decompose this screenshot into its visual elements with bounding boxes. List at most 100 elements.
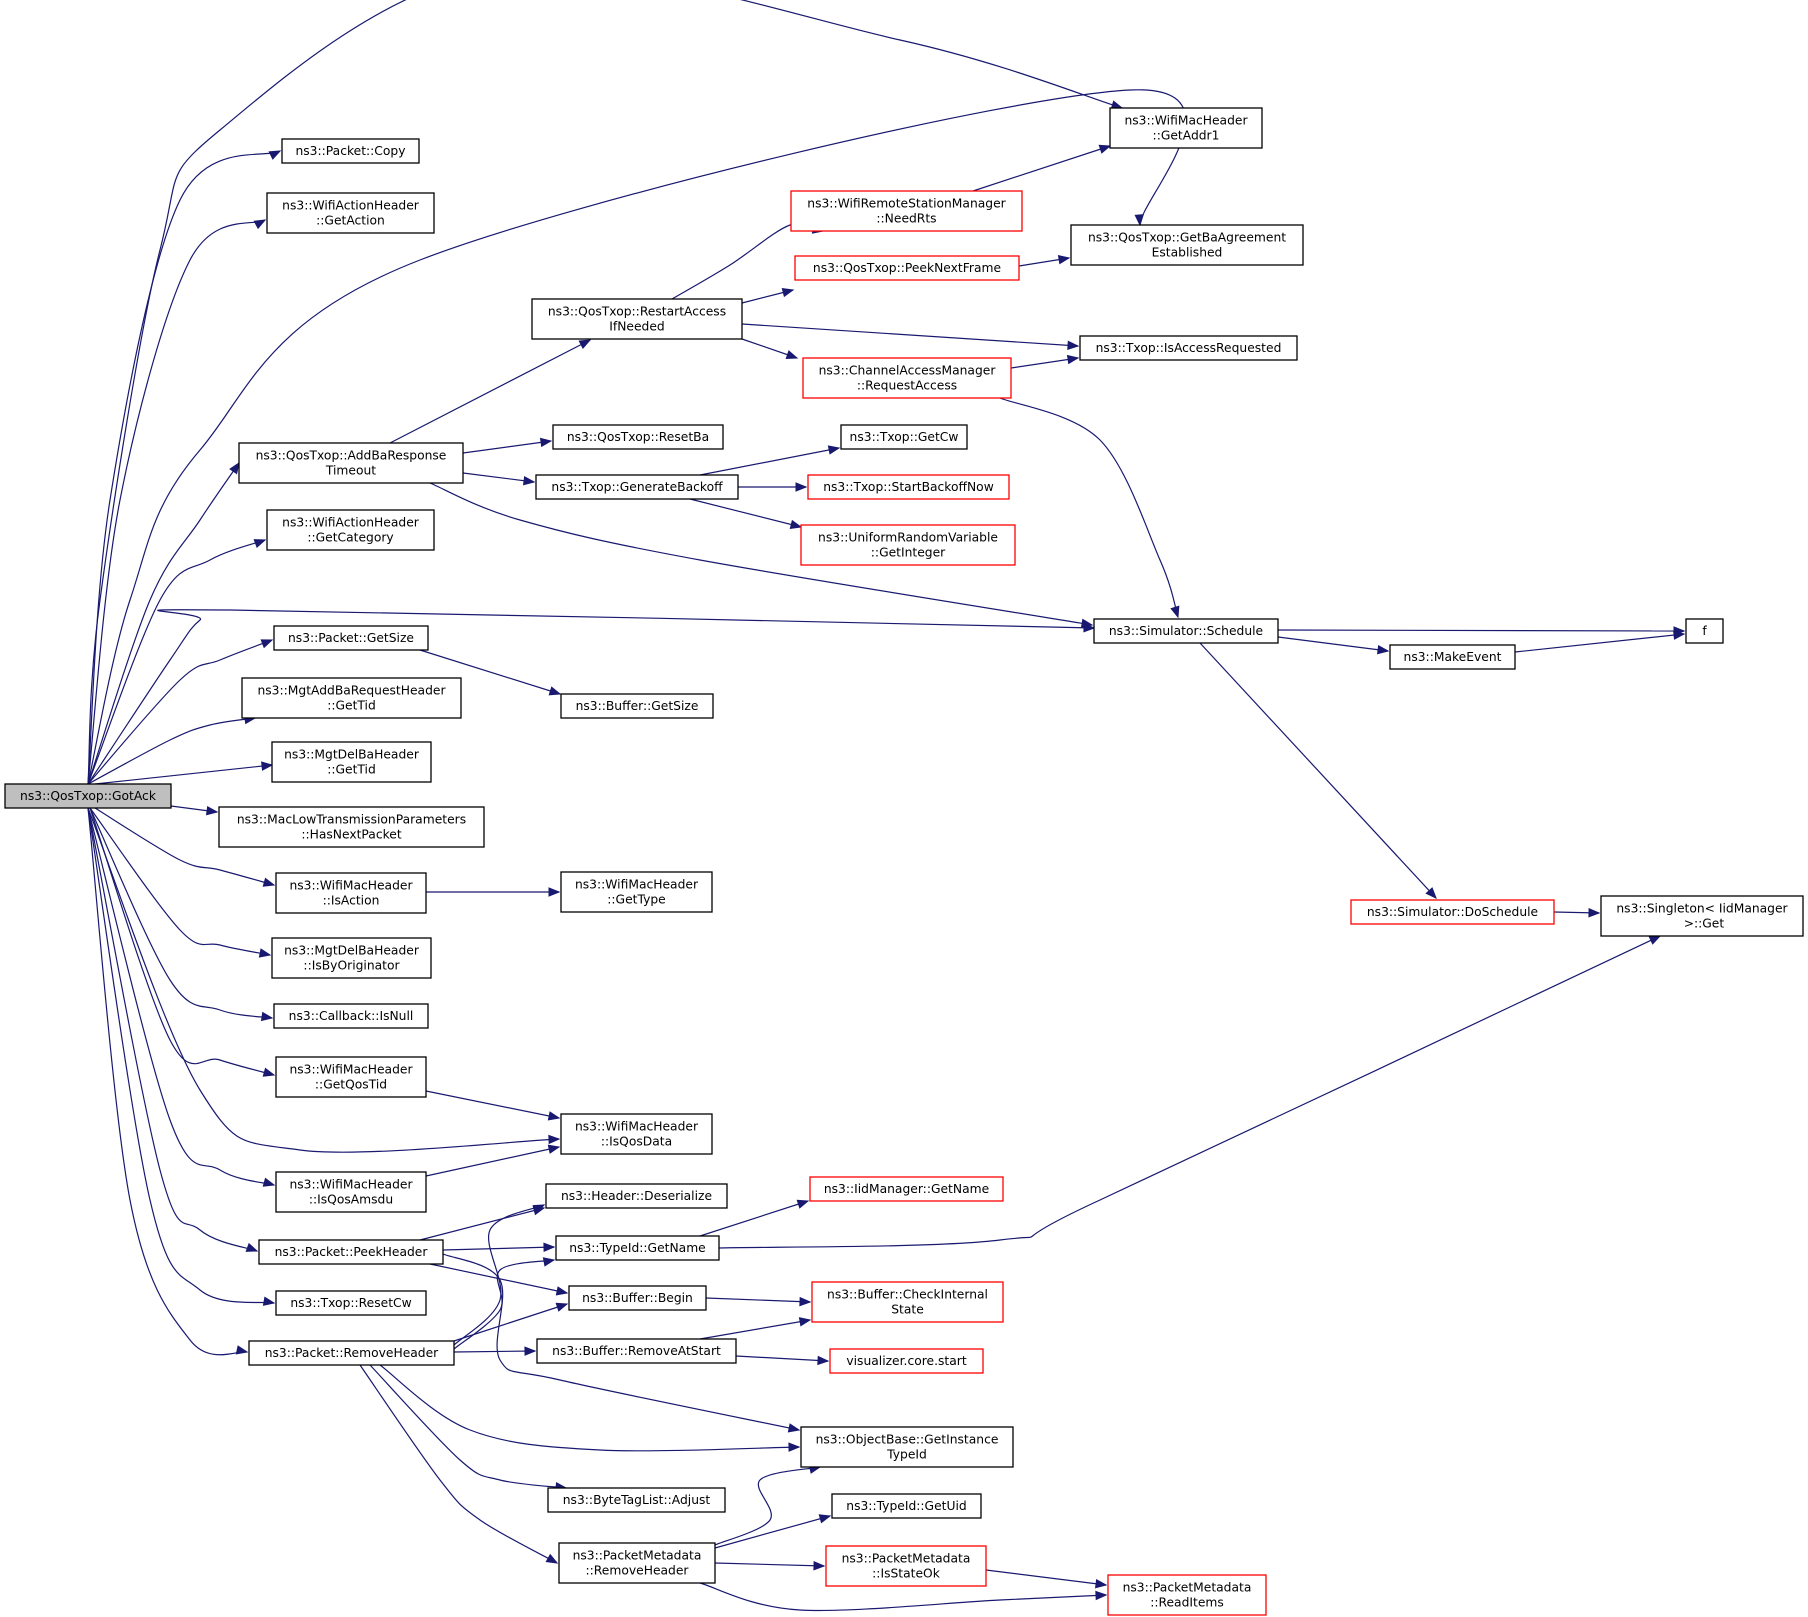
node-ns3-typeid-getname[interactable]: ns3::TypeId::GetName	[555, 1235, 720, 1261]
node-label: ns3::Simulator::Schedule	[1109, 624, 1263, 638]
edge-n40-to-n41	[705, 1296, 812, 1307]
arrowhead-icon	[539, 437, 553, 448]
node-ns3-txop-isaccessrequested[interactable]: ns3::Txop::IsAccessRequested	[1079, 335, 1298, 361]
edge-n0-to-n3	[87, 219, 267, 785]
node-ns3-packet-copy[interactable]: ns3::Packet::Copy	[281, 138, 420, 164]
edge-n18-to-n44	[442, 1253, 801, 1433]
arrowhead-icon	[799, 1296, 812, 1307]
node-ns3-packet-getsize[interactable]: ns3::Packet::GetSize	[273, 625, 429, 651]
node-ns3-iidmanager-getname[interactable]: ns3::IidManager::GetName	[809, 1176, 1004, 1202]
node-ns3-wifiactionheader-getaction[interactable]: ns3::WifiActionHeader::GetAction	[266, 192, 435, 234]
node-ns3-packetmetadata-readitems[interactable]: ns3::PacketMetadata::ReadItems	[1107, 1574, 1267, 1616]
node-ns3-makeevent[interactable]: ns3::MakeEvent	[1389, 644, 1516, 670]
node-label: ::GetQosTid	[315, 1078, 387, 1092]
node-box	[560, 1113, 713, 1155]
node-ns3-qostxop-resetba[interactable]: ns3::QosTxop::ResetBa	[552, 424, 724, 450]
node-ns3-txop-startbackoffnow[interactable]: ns3::Txop::StartBackoffNow	[807, 474, 1010, 500]
edge-n20-to-n46	[359, 1364, 559, 1564]
edge-n0-to-n14	[89, 807, 274, 1022]
edge-line	[87, 717, 256, 785]
edge-n20-to-n45	[369, 1364, 568, 1492]
arrowhead-icon	[578, 339, 592, 350]
node-ns3-simulator-doschedule[interactable]: ns3::Simulator::DoSchedule	[1350, 899, 1555, 925]
node-ns3-qostxop-peeknextframe[interactable]: ns3::QosTxop::PeekNextFrame	[794, 255, 1020, 281]
node-label: ::RemoveHeader	[586, 1564, 690, 1578]
node-ns3-singleton-iidmanager-get[interactable]: ns3::Singleton< IidManager >::Get	[1600, 895, 1804, 937]
node-ns3-packetmetadata-removeheader[interactable]: ns3::PacketMetadata::RemoveHeader	[558, 1542, 716, 1584]
node-label: ns3::Txop::GetCw	[850, 430, 959, 444]
node-ns3-buffer-getsize[interactable]: ns3::Buffer::GetSize	[560, 693, 714, 719]
edge-n0-to-n6	[87, 539, 267, 785]
arrowhead-icon	[818, 1514, 832, 1524]
node-label: ns3::Header::Deserialize	[561, 1189, 712, 1203]
node-label: ::IsQosAmsdu	[309, 1193, 393, 1207]
node-box	[547, 1487, 726, 1513]
node-visualizer-core-start[interactable]: visualizer.core.start	[829, 1348, 984, 1374]
edge-line	[1277, 636, 1389, 652]
node-ns3-wifimacheader-getqostid[interactable]: ns3::WifiMacHeader::GetQosTid	[275, 1056, 427, 1098]
node-box	[552, 424, 724, 450]
node-ns3-header-deserialize[interactable]: ns3::Header::Deserialize	[545, 1183, 728, 1209]
arrowhead-icon	[205, 805, 219, 816]
node-box	[4, 783, 172, 809]
node-ns3-packet-removeheader[interactable]: ns3::Packet::RemoveHeader	[248, 1340, 455, 1366]
node-ns3-uniformrandomvariable-getinteger[interactable]: ns3::UniformRandomVariable::GetInteger	[800, 524, 1016, 566]
node-ns3-txop-getcw[interactable]: ns3::Txop::GetCw	[840, 424, 968, 450]
arrowhead-icon	[1376, 644, 1390, 655]
node-ns3-wifiremotestationmanager-needrts[interactable]: ns3::WifiRemoteStationManager::NeedRts	[790, 190, 1023, 232]
edge-n7-to-n32	[1277, 636, 1390, 655]
node-label: ::GetAction	[316, 214, 385, 228]
edge-n21-to-n26	[741, 323, 1080, 351]
node-ns3-maclowtransmissionparameters-hasnextpacket[interactable]: ns3::MacLowTransmissionParameters::HasNe…	[218, 806, 485, 848]
arrowhead-icon	[796, 1199, 810, 1209]
edge-line	[87, 807, 275, 1304]
node-label: ::GetType	[607, 893, 665, 907]
node-ns3-simulator-schedule[interactable]: ns3::Simulator::Schedule	[1093, 618, 1279, 644]
arrowhead-icon	[1066, 354, 1080, 365]
edge-line	[87, 462, 240, 785]
node-ns3-mgtdelbaheader-gettid[interactable]: ns3::MgtDelBaHeader::GetTid	[271, 741, 432, 783]
node-label: ::GetTid	[327, 763, 376, 777]
node-box	[271, 937, 432, 979]
edge-n24-to-n1	[972, 144, 1112, 192]
edge-line	[699, 1319, 811, 1340]
node-ns3-packet-peekheader[interactable]: ns3::Packet::PeekHeader	[258, 1239, 444, 1265]
node-ns3-bytetaglist-adjust[interactable]: ns3::ByteTagList::Adjust	[547, 1487, 726, 1513]
node-ns3-txop-resetcw[interactable]: ns3::Txop::ResetCw	[275, 1290, 427, 1316]
node-ns3-wifimacheader-getaddr1[interactable]: ns3::WifiMacHeader::GetAddr1	[1109, 107, 1263, 149]
node-label: ns3::WifiMacHeader	[289, 1178, 413, 1192]
node-ns3-wifimacheader-gettype[interactable]: ns3::WifiMacHeader::GetType	[560, 871, 713, 913]
node-ns3-txop-generatebackoff[interactable]: ns3::Txop::GenerateBackoff	[535, 474, 739, 500]
node-label: ns3::ChannelAccessManager	[819, 364, 997, 378]
node-ns3-wifimacheader-isqosdata[interactable]: ns3::WifiMacHeader::IsQosData	[560, 1113, 713, 1155]
node-label: ns3::Singleton< IidManager	[1616, 902, 1788, 916]
node-ns3-mgtdelbaheader-isbyoriginator[interactable]: ns3::MgtDelBaHeader::IsByOriginator	[271, 937, 432, 979]
node-label: ns3::PacketMetadata	[573, 1549, 702, 1563]
node-f[interactable]: f	[1685, 618, 1724, 644]
node-ns3-wifimacheader-isqosamsdu[interactable]: ns3::WifiMacHeader::IsQosAmsdu	[275, 1171, 427, 1213]
node-ns3-wifimacheader-isaction[interactable]: ns3::WifiMacHeader::IsAction	[275, 872, 427, 914]
node-ns3-typeid-getuid[interactable]: ns3::TypeId::GetUid	[831, 1493, 982, 1519]
node-ns3-qostxop-gotack[interactable]: ns3::QosTxop::GotAck	[4, 783, 172, 809]
node-ns3-buffer-removeatstart[interactable]: ns3::Buffer::RemoveAtStart	[536, 1338, 737, 1364]
node-box	[1079, 335, 1298, 361]
arrowhead-icon	[245, 1242, 259, 1252]
node-ns3-callback-isnull[interactable]: ns3::Callback::IsNull	[273, 1003, 429, 1029]
node-box	[809, 1176, 1004, 1202]
node-ns3-buffer-begin[interactable]: ns3::Buffer::Begin	[568, 1285, 707, 1311]
node-box	[802, 357, 1012, 399]
node-label: ns3::Packet::Copy	[295, 144, 405, 158]
node-ns3-mgtaddbarequestheader-gettid[interactable]: ns3::MgtAddBaRequestHeader::GetTid	[241, 677, 462, 719]
arrowhead-icon	[262, 1177, 276, 1187]
node-ns3-packetmetadata-isstateok[interactable]: ns3::PacketMetadata::IsStateOk	[825, 1545, 987, 1587]
node-ns3-wifiactionheader-getcategory[interactable]: ns3::WifiActionHeader::GetCategory	[266, 509, 435, 551]
call-edges	[87, 0, 1686, 1612]
node-label: ns3::MacLowTransmissionParameters	[237, 813, 466, 827]
node-ns3-channelaccessmanager-requestaccess[interactable]: ns3::ChannelAccessManager::RequestAccess	[802, 357, 1012, 399]
node-box	[807, 474, 1010, 500]
